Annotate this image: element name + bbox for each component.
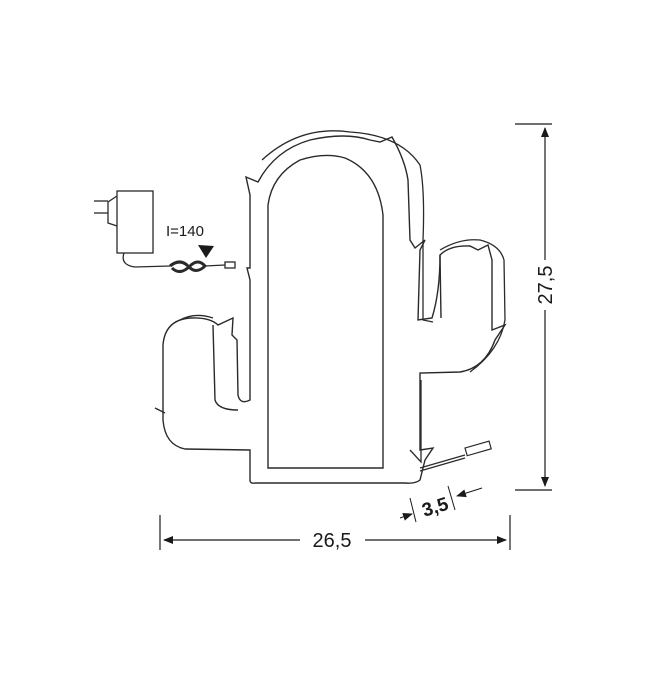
power-adapter-icon (94, 190, 236, 273)
output-cable (419, 440, 492, 472)
depth-dimension (399, 485, 483, 523)
cable-pointer-arrow (198, 245, 214, 258)
height-label: 27,5 (535, 266, 557, 305)
cable-length-label: I=140 (166, 223, 204, 240)
cactus-front-outline (154, 135, 507, 484)
cactus-back-outline (179, 130, 506, 464)
height-dimension (515, 123, 552, 491)
width-dimension (159, 515, 511, 550)
depth-label: 3,5 (420, 494, 452, 522)
width-label: 26,5 (313, 530, 352, 552)
